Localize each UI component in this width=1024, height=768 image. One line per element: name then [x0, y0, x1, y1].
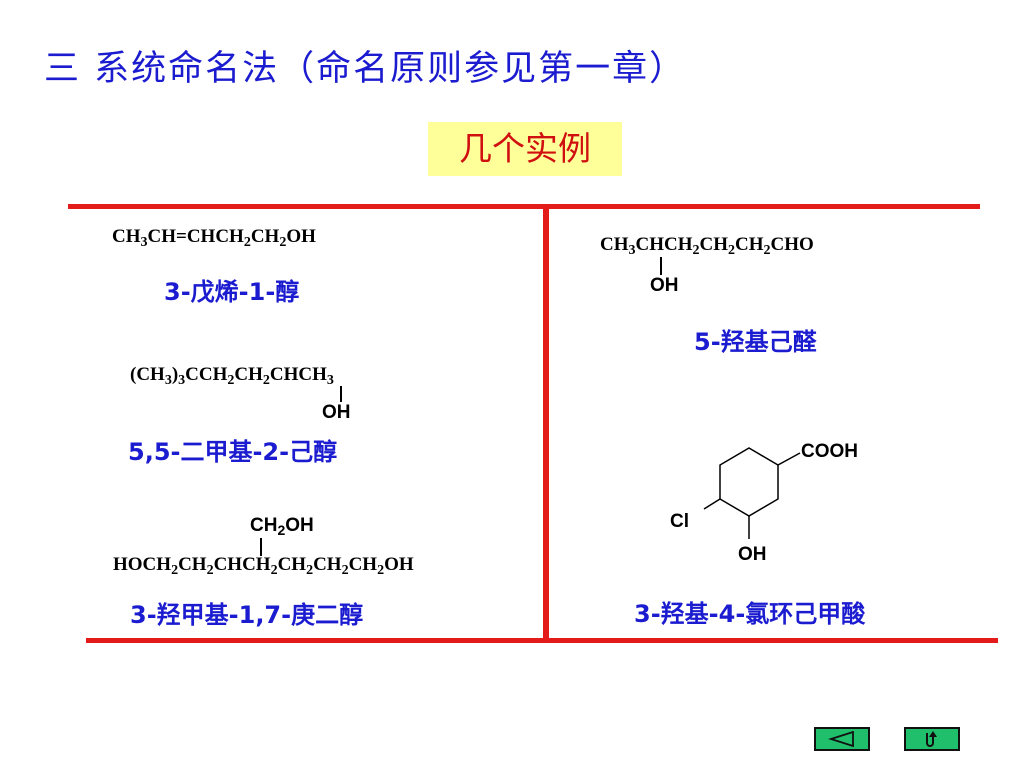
- ex5-cl: Cl: [670, 511, 689, 532]
- ex5-ring-structure: [703, 447, 801, 539]
- ex2-bond: [340, 386, 342, 402]
- page-title: 三 系统命名法（命名原则参见第一章）: [44, 49, 687, 89]
- ex1-name: 3-戊烯-1-醇: [164, 278, 300, 306]
- ex1-formula: CH3CH=CHCH2CH2OH: [112, 226, 316, 250]
- return-button[interactable]: [904, 727, 960, 751]
- top-divider: [68, 204, 980, 209]
- ex4-name: 5-羟基己醛: [694, 328, 817, 356]
- ex3-name: 3-羟甲基-1,7-庚二醇: [130, 601, 364, 629]
- center-divider: [543, 208, 549, 640]
- examples-badge: 几个实例: [428, 122, 622, 176]
- back-button[interactable]: [814, 727, 870, 751]
- bottom-divider: [86, 638, 998, 643]
- ex2-formula: (CH3)3CCH2CH2CHCH3: [130, 364, 334, 388]
- ex2-name: 5,5-二甲基-2-己醇: [128, 438, 338, 466]
- return-arrow-icon: [926, 731, 937, 747]
- ex2-oh: OH: [322, 402, 351, 423]
- ex4-oh: OH: [650, 275, 679, 296]
- ex5-cooh: COOH: [801, 441, 858, 462]
- ex4-formula: CH3CHCH2CH2CH2CHO: [600, 234, 814, 258]
- ex3-bond: [260, 538, 262, 556]
- ex4-bond: [660, 257, 662, 275]
- ex5-oh: OH: [738, 544, 767, 565]
- ex3-branch: CH2OH: [250, 515, 314, 538]
- ex5-name: 3-羟基-4-氯环己甲酸: [634, 600, 866, 628]
- triangle-left-icon: [828, 731, 854, 747]
- ex3-formula: HOCH2CH2CHCH2CH2CH2CH2OH: [113, 554, 414, 578]
